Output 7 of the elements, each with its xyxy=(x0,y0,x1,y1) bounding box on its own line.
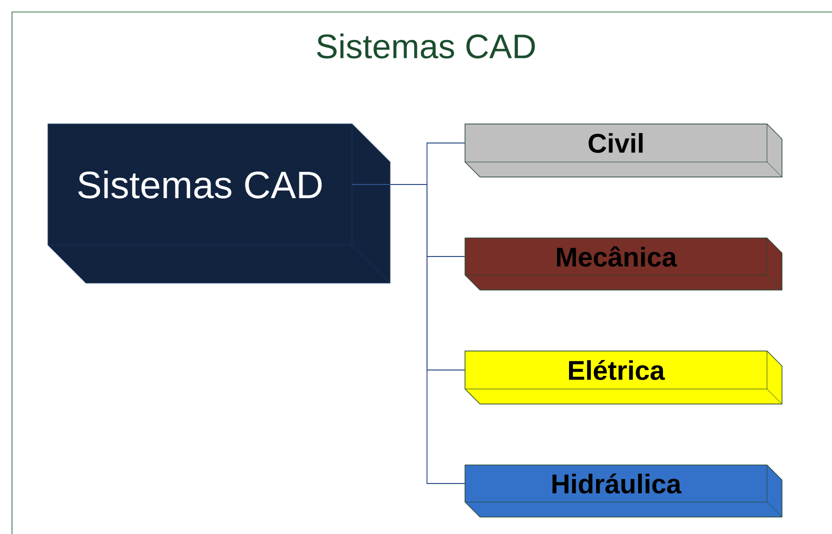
box: Elétrica xyxy=(464,350,782,404)
box: Mecânica xyxy=(464,238,782,290)
box: Hidráulica xyxy=(464,464,782,518)
connector xyxy=(352,184,466,484)
title: Sistemas CAD xyxy=(317,34,535,58)
block: Sistemas CAD xyxy=(48,124,390,284)
box: Civil xyxy=(464,124,782,178)
